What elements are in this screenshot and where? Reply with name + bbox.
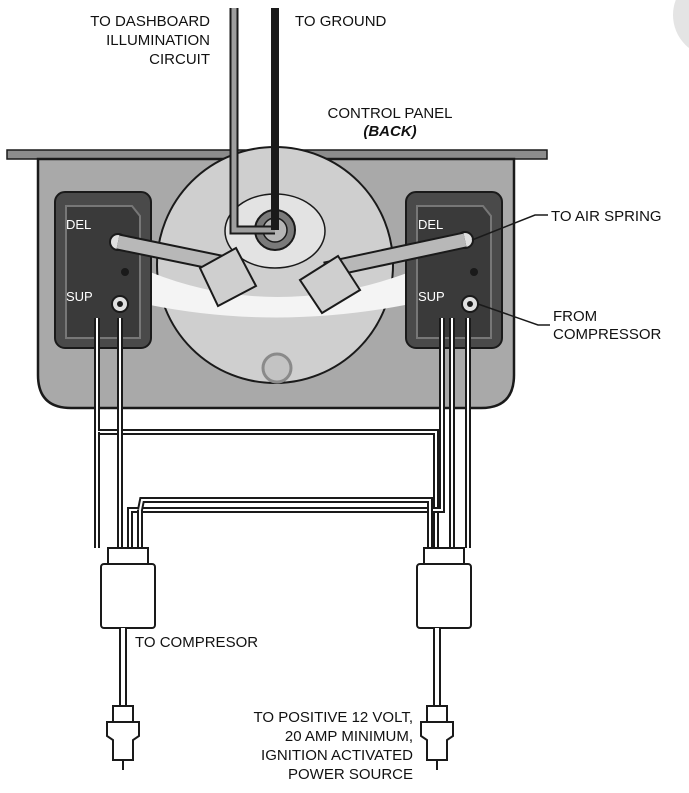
dashboard-illumination-wire-fill: [231, 8, 275, 233]
wiring-harness: [94, 318, 471, 548]
right-valve-dot: [470, 268, 478, 276]
right-connector-collar: [423, 547, 465, 565]
left-tube-fitting: [198, 246, 258, 308]
left-connector-collar: [107, 547, 149, 565]
left-sup-port-center: [117, 301, 123, 307]
right-connector-body: [416, 563, 472, 629]
left-terminal-collar: [112, 705, 134, 723]
right-terminal: [420, 721, 454, 761]
power-source-line4: POWER SOURCE: [288, 766, 413, 783]
from-compressor-label-line1: FROM: [553, 308, 597, 325]
left-connector-body: [100, 563, 156, 629]
dashboard-label-line2: ILLUMINATION: [106, 32, 210, 49]
air-spring-label: TO AIR SPRING: [551, 208, 662, 225]
control-panel-back-label: (BACK): [363, 123, 416, 140]
right-sup-label: SUP: [418, 289, 445, 304]
right-sup-port-center: [467, 301, 473, 307]
to-compressor-label: TO COMPRESOR: [135, 634, 258, 651]
ground-label: TO GROUND: [295, 13, 387, 30]
left-terminal: [106, 721, 140, 761]
air-spring-leader: [471, 214, 548, 241]
right-tube-fitting: [298, 254, 362, 315]
dashboard-label-line1: TO DASHBOARD: [90, 13, 210, 30]
dashboard-label-line3: CIRCUIT: [149, 51, 210, 68]
from-compressor-label-line2: COMPRESSOR: [553, 326, 662, 343]
left-valve-dot: [121, 268, 129, 276]
power-source-line3: IGNITION ACTIVATED: [261, 747, 413, 764]
right-del-label: DEL: [418, 217, 443, 232]
corner-tab: [673, 0, 689, 48]
gauge-screw: [261, 352, 293, 384]
left-del-label: DEL: [66, 217, 91, 232]
right-air-tube-fill: [323, 233, 467, 277]
from-compressor-leader: [477, 303, 550, 326]
left-sup-label: SUP: [66, 289, 93, 304]
control-panel-label: CONTROL PANEL: [327, 105, 452, 122]
right-terminal-collar: [426, 705, 448, 723]
power-source-line1: TO POSITIVE 12 VOLT,: [254, 709, 414, 726]
gauge-white-band: [150, 272, 410, 318]
power-source-line2: 20 AMP MINIMUM,: [285, 728, 413, 745]
